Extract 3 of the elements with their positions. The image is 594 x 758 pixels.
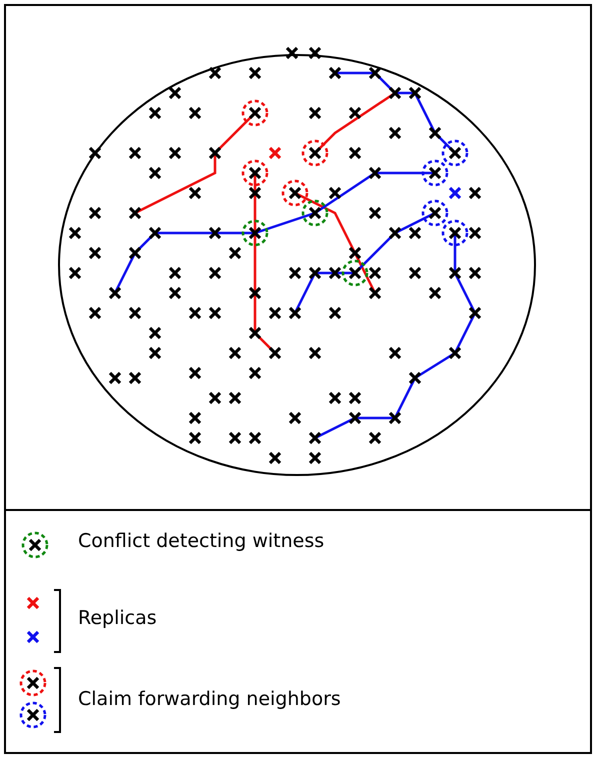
legend-label: Replicas — [78, 607, 157, 629]
legend-label: Claim forwarding neighbors — [78, 688, 341, 710]
legend-label: Conflict detecting witness — [78, 530, 324, 552]
